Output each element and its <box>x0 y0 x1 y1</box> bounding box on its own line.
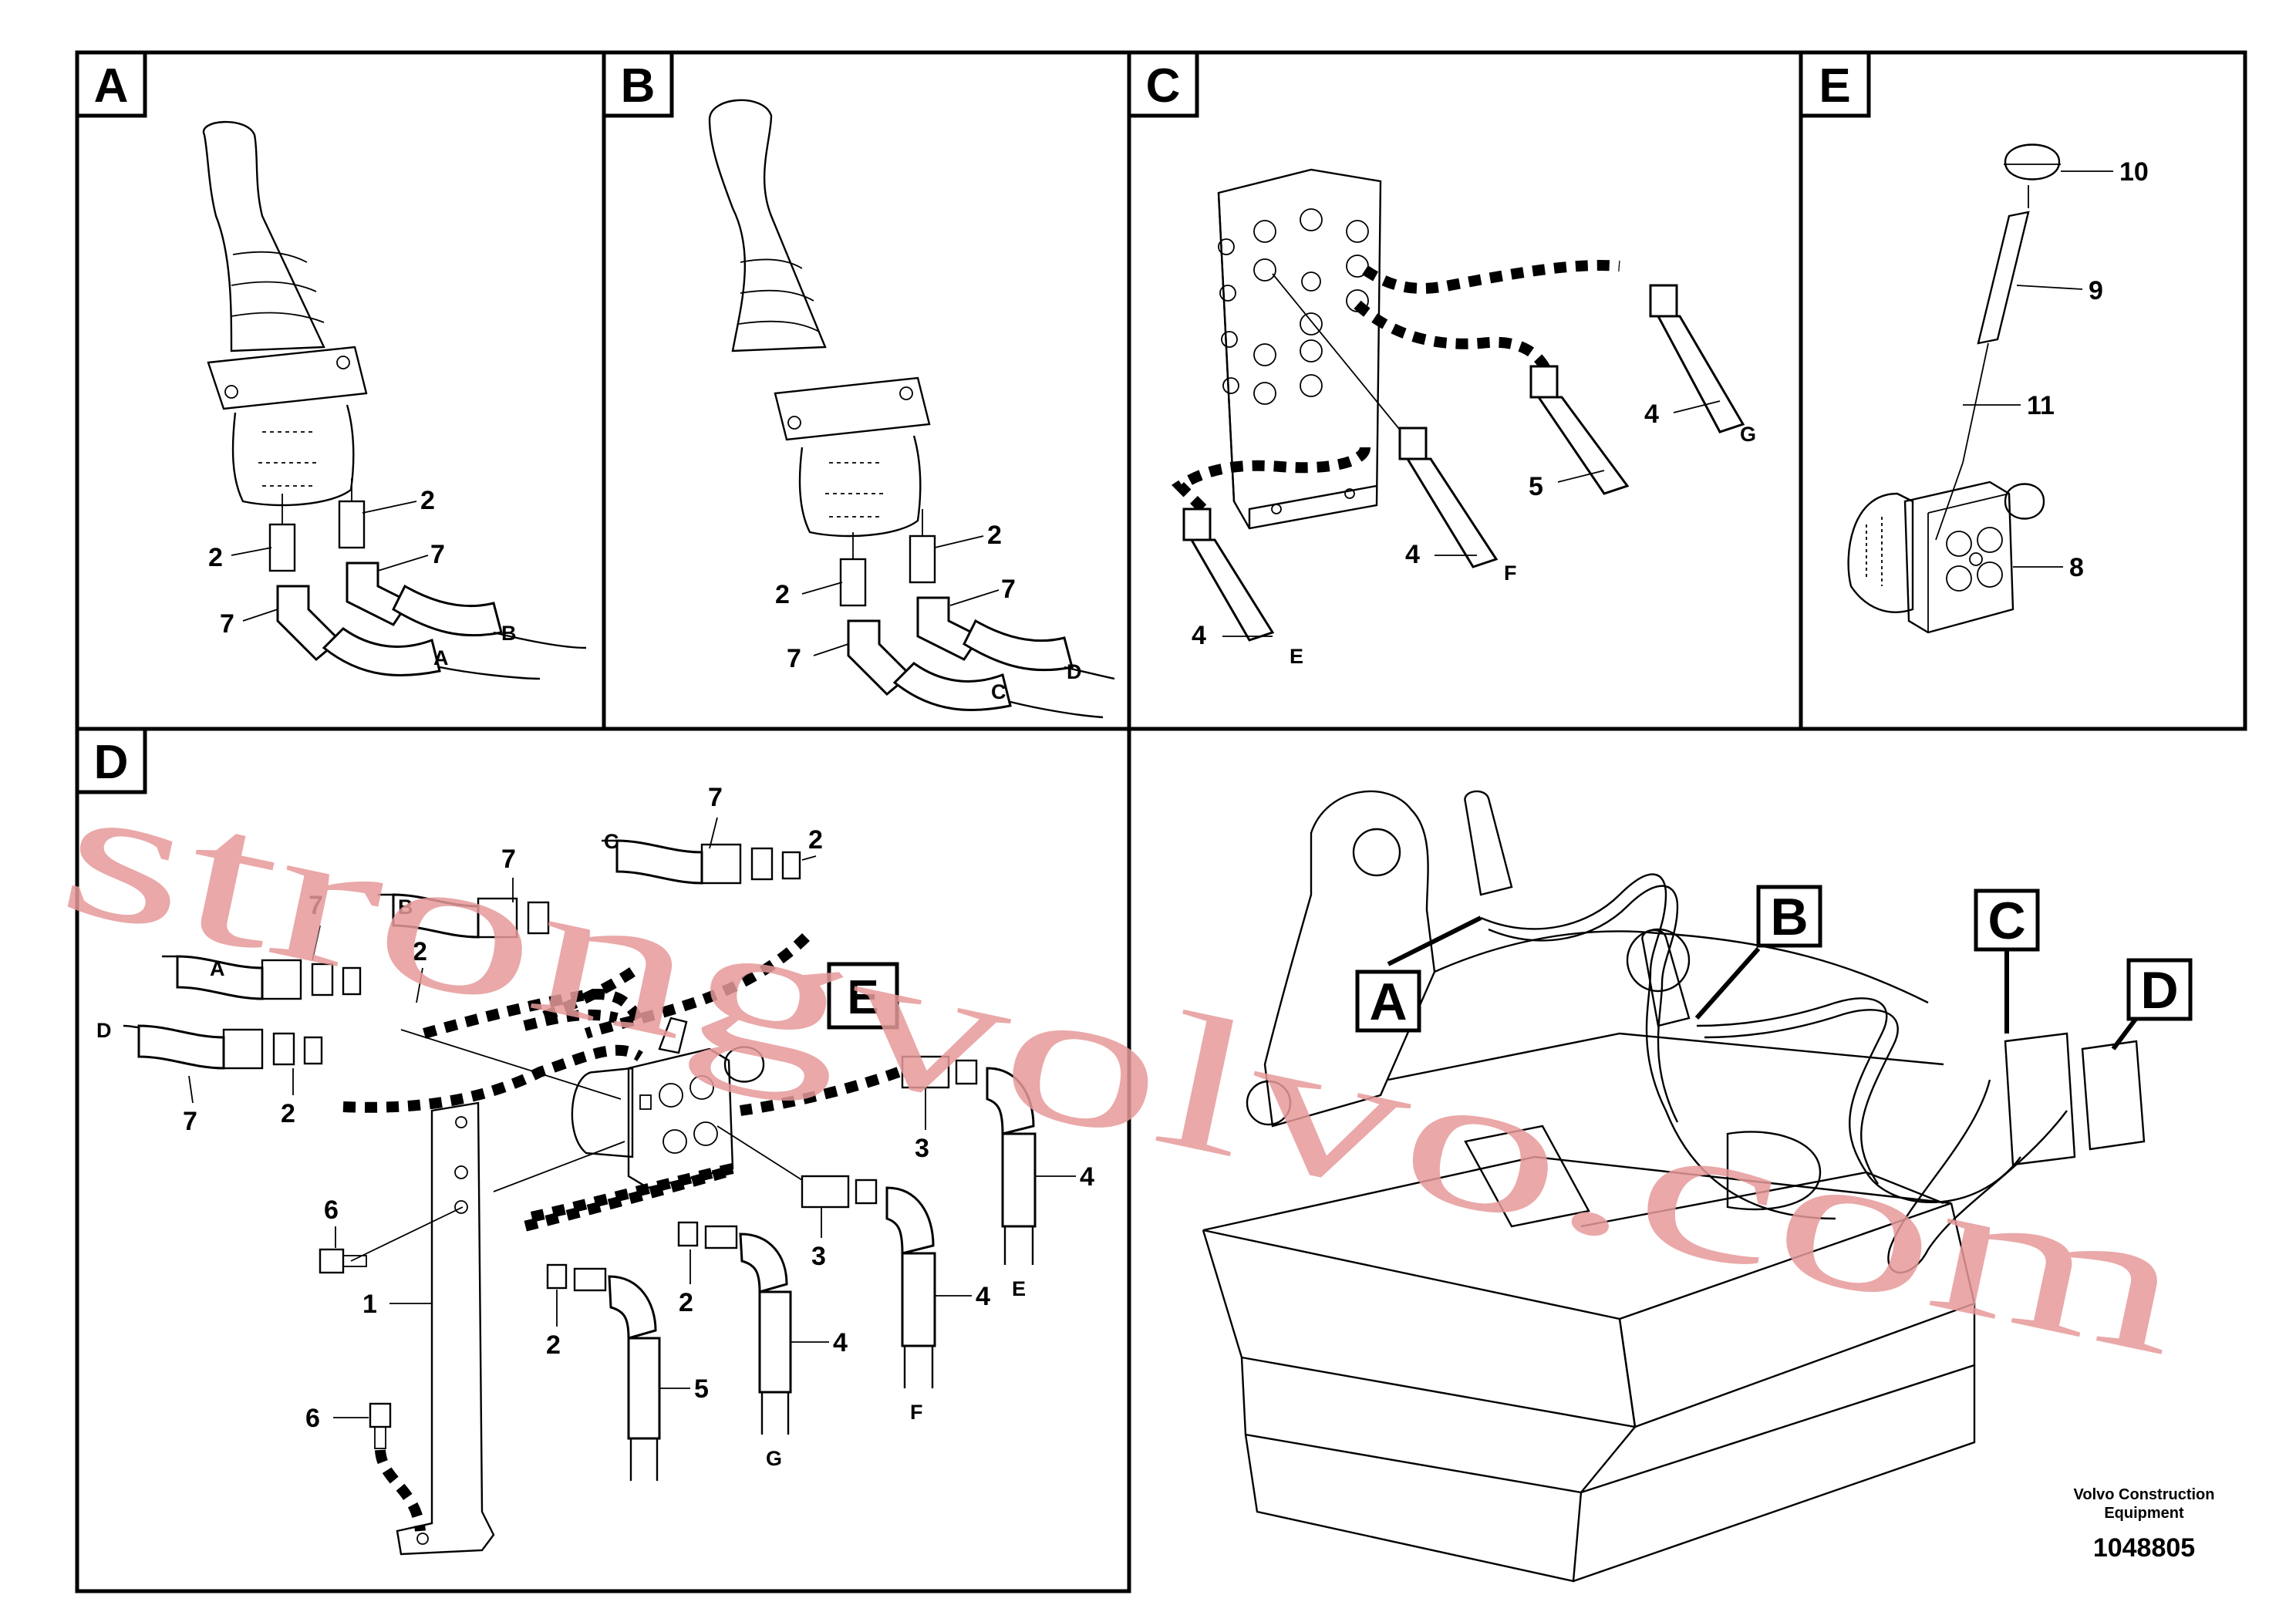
top-right-frame <box>1127 50 2247 731</box>
panel-c-callout: 4 <box>1192 621 1206 650</box>
stamp-line-2: Equipment <box>2104 1505 2184 1522</box>
panel-d-exploded: E <box>123 839 1037 1556</box>
overview-callouts: A B C D <box>1355 885 2193 1050</box>
panel-d-callout: 3 <box>915 1134 929 1163</box>
publisher-stamp: Volvo Construction Equipment 1048805 <box>2074 1486 2215 1563</box>
panel-b-callouts: 2 2 7 7 C D <box>775 521 1082 703</box>
panel-e-callouts: 10 9 11 8 <box>1963 157 2149 582</box>
panel-c-label: C <box>1146 59 1181 113</box>
panel-c-hose-end: E <box>1290 645 1303 668</box>
panel-c-callout: 5 <box>1529 472 1543 501</box>
overview-machine <box>1202 790 2146 1583</box>
panel-d-callout: 7 <box>308 891 323 920</box>
panel-c-callout: 4 <box>1644 400 1659 429</box>
panel-label-b: B <box>602 50 674 118</box>
panel-d-callout: 2 <box>679 1288 693 1317</box>
panel-label-d: D <box>75 727 147 794</box>
overview-callout-d: D <box>2140 961 2178 1020</box>
panel-b-callout: 7 <box>1001 575 1016 604</box>
panel-d-inset-label: E <box>847 971 878 1024</box>
panel-d-callout: 1 <box>362 1290 377 1319</box>
panel-d-callout: 4 <box>976 1282 990 1311</box>
panel-c-callout: 4 <box>1405 540 1420 569</box>
panel-a-hose-end: B <box>501 622 517 645</box>
panel-b-hose-end: D <box>1067 660 1082 683</box>
panel-a-label: A <box>94 59 129 113</box>
panel-c-callouts: 4 4 4 5 E F G <box>1192 400 1756 668</box>
panel-a-hose-end: A <box>433 646 449 669</box>
panel-d-hose-end: A <box>210 957 225 980</box>
panel-e-label: E <box>1819 59 1850 113</box>
panel-d-callout: 2 <box>546 1330 561 1360</box>
panel-label-a: A <box>75 50 147 118</box>
panel-b-callout: 2 <box>775 580 790 609</box>
panel-e-callout: 10 <box>2119 157 2149 187</box>
panel-a-callouts: 2 2 7 7 A B <box>208 486 517 669</box>
panel-c-hose-end: G <box>1740 423 1756 446</box>
panel-d-hose-end: F <box>910 1401 923 1424</box>
panel-b-callout: 2 <box>987 521 1002 550</box>
panel-d-callout: 6 <box>324 1195 339 1225</box>
panel-b-hose-end: C <box>991 680 1006 703</box>
panel-d-hose-end: C <box>604 830 619 853</box>
panel-e-callout: 11 <box>2027 391 2055 420</box>
panel-d-callout: 6 <box>305 1404 320 1433</box>
panel-d-callout: 2 <box>808 825 823 855</box>
panel-b-joystick <box>708 99 1115 719</box>
panel-d-callout: 7 <box>708 783 723 812</box>
panel-e-callout: 9 <box>2089 276 2103 305</box>
panel-c-hose-end: F <box>1504 561 1517 585</box>
panel-d-hose-end: E <box>1012 1277 1026 1300</box>
panel-d-callout: 4 <box>833 1328 848 1357</box>
panel-d-hose-end: B <box>398 895 413 919</box>
panel-d-callout: 2 <box>281 1099 295 1128</box>
panel-c-manifold <box>1172 168 1745 642</box>
drawing-number: 1048805 <box>2093 1533 2195 1563</box>
panel-a-callout: 7 <box>430 540 445 569</box>
panel-a-joystick <box>202 120 587 680</box>
overview-callout-c: C <box>1988 892 2025 950</box>
panel-d-callout: 4 <box>1080 1162 1094 1192</box>
panel-d-frame <box>75 727 1131 1593</box>
panel-label-e: E <box>1799 50 1871 118</box>
panel-e-valve <box>1847 143 2061 634</box>
panel-b-label: B <box>621 59 656 113</box>
panel-label-c: C <box>1127 50 1199 118</box>
panel-d-label: D <box>94 736 129 789</box>
panel-d-callouts: 7 2 7 7 2 7 2 3 3 4 4 4 5 2 2 6 1 6 C B <box>96 783 1094 1470</box>
panel-a-callout: 2 <box>420 486 435 515</box>
stamp-line-1: Volvo Construction <box>2074 1486 2215 1503</box>
panel-b-callout: 7 <box>787 644 801 673</box>
panel-d-callout: 2 <box>413 937 427 966</box>
panel-d-callout: 5 <box>694 1374 709 1404</box>
overview-callout-a: A <box>1369 973 1407 1031</box>
overview-callout-b: B <box>1770 888 1808 946</box>
panel-e-callout: 8 <box>2069 553 2084 582</box>
panel-d-callout: 7 <box>501 845 516 874</box>
panel-d-callout: 3 <box>811 1242 826 1271</box>
panel-d-hose-end: G <box>766 1447 782 1470</box>
panel-d-callout: 7 <box>183 1107 197 1136</box>
panel-a-callout: 7 <box>220 609 234 639</box>
panel-a-callout: 2 <box>208 543 223 572</box>
panel-d-hose-end: D <box>96 1019 112 1042</box>
